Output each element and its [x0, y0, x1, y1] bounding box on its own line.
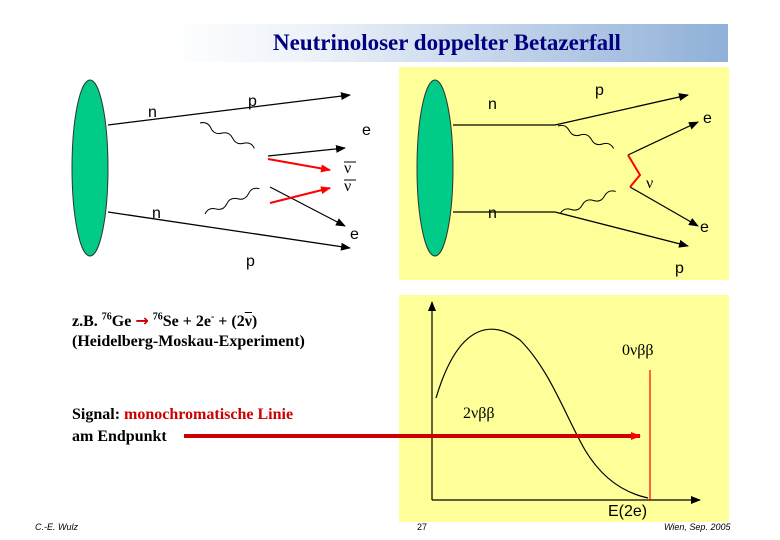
- w-boson-bottom-left: [204, 187, 260, 215]
- label-e-bottom-left: e: [350, 226, 359, 243]
- w-boson-bottom-right: [559, 190, 616, 215]
- label-n-top-right: n: [488, 96, 497, 113]
- label-e-top-left: e: [362, 122, 371, 139]
- title-bar: [166, 24, 728, 62]
- germanium: Ge: [111, 313, 136, 330]
- antineutrino-arrow-top: [267, 158, 331, 173]
- footer-page-number: 27: [417, 522, 428, 532]
- label-p-bottom-right: p: [675, 260, 684, 277]
- signal-line1: Signal: monochromatische Linie: [72, 406, 293, 424]
- proton-line-bottom-right: [554, 211, 689, 248]
- neutrino-exchange-line: [627, 154, 642, 188]
- antineutrino-arrow-bottom: [269, 186, 331, 204]
- label-n-bottom-right: n: [488, 205, 497, 222]
- proton-line-top-right: [554, 93, 689, 126]
- footer-place-date: Wien, Sep. 2005: [664, 522, 731, 532]
- signal-label: Signal:: [72, 406, 125, 423]
- label-p-bottom-left: p: [246, 253, 255, 270]
- label-nubar-top: ν: [344, 160, 352, 177]
- electron-line-bottom-left: [269, 186, 346, 227]
- w-boson-top-right: [557, 124, 615, 149]
- label-nubar-bottom: ν: [344, 178, 352, 195]
- reaction-close: ): [251, 313, 258, 330]
- signal-line2: am Endpunkt: [72, 428, 167, 445]
- two-neutrino-spectrum-curve: [435, 328, 649, 499]
- plot-xlabel: E(2e): [608, 503, 648, 520]
- diagram-right-background: [399, 67, 729, 280]
- signal-red-text: monochromatische Linie: [124, 406, 294, 423]
- electron-line-top-left: [267, 144, 346, 157]
- reaction-tail: + (2: [214, 313, 245, 330]
- label-n-bottom-left: n: [152, 205, 161, 222]
- selenium-electrons: Se + 2e: [162, 313, 211, 330]
- reaction-arrow: →: [135, 311, 149, 330]
- electron-line-bottom-right: [629, 186, 699, 227]
- nucleus-right: [416, 79, 454, 257]
- ge-mass-number: 76: [101, 311, 112, 323]
- experiment-name: (Heidelberg-Moskau-Experiment): [72, 333, 305, 350]
- nucleon-line-top-left: [107, 92, 351, 126]
- reaction-prefix: z.B.: [72, 313, 102, 330]
- se-mass-number: 76: [152, 311, 163, 323]
- slide-title: Neutrinoloser doppelter Betazerfall: [273, 30, 621, 55]
- electron-charge: -: [210, 311, 215, 323]
- reaction-equation: z.B. 76Ge → 76Se + 2e- + (2ν): [72, 311, 257, 331]
- electron-line-top-right: [627, 121, 699, 156]
- nucleon-line-bottom-left: [107, 211, 351, 251]
- footer-author: C.-E. Wulz: [35, 522, 79, 532]
- label-e-bottom-right: e: [700, 219, 709, 236]
- antineutrino-symbol: ν: [244, 313, 252, 330]
- label-n-top-left: n: [148, 104, 157, 121]
- label-p-top-left: p: [248, 93, 257, 110]
- label-nu-right: ν: [646, 175, 654, 192]
- label-p-top-right: p: [595, 82, 604, 99]
- w-boson-top-left: [199, 122, 255, 149]
- label-2nbb: 2νββ: [463, 405, 495, 422]
- label-0nbb: 0νββ: [622, 342, 654, 359]
- label-e-top-right: e: [703, 110, 712, 127]
- nucleus-left: [71, 79, 109, 257]
